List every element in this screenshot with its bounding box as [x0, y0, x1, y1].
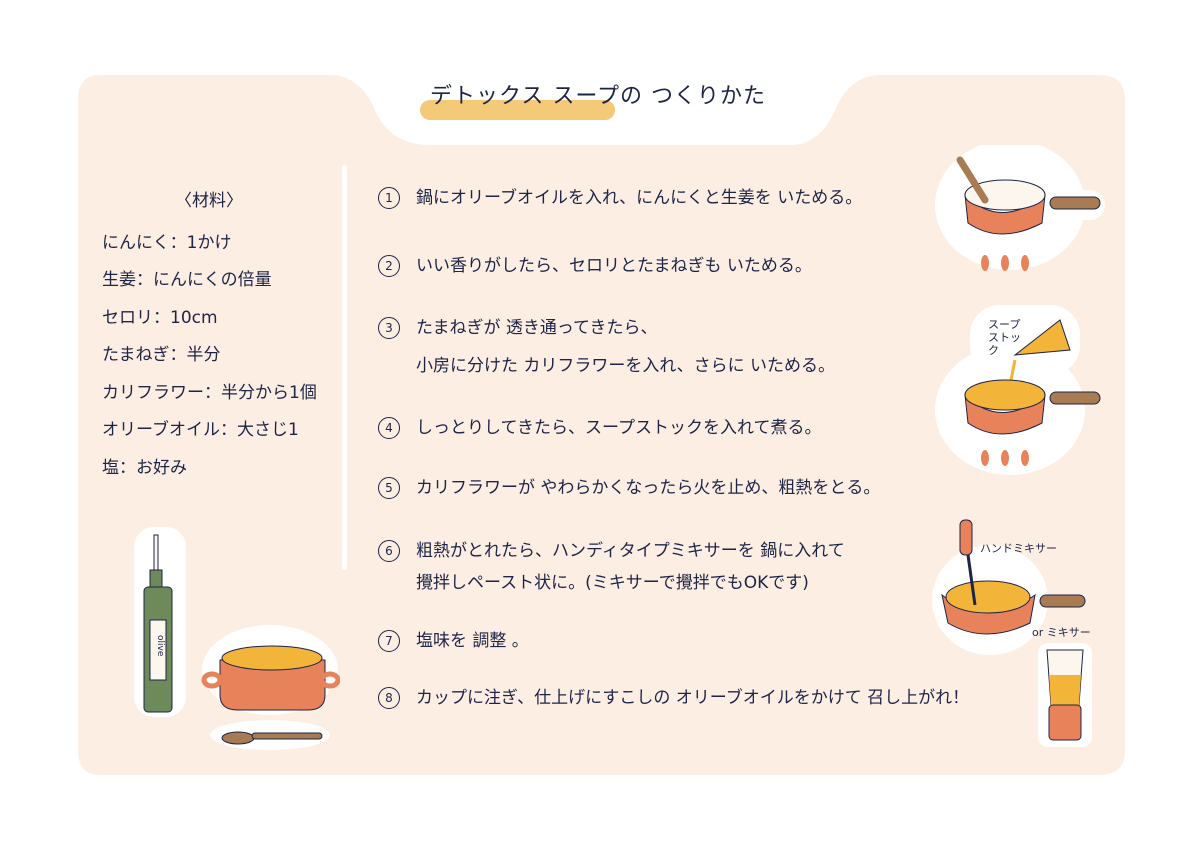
blender-illustration: [1038, 643, 1092, 747]
step-number: 3: [378, 317, 400, 339]
step-number: 5: [378, 477, 400, 499]
page-title: デトックス スープの つくりかた: [430, 84, 767, 109]
step-4: 4 しっとりしてきたら、スープストックを入れて煮る。: [378, 416, 821, 440]
step-text: 小房に分けた カリフラワーを入れ、さらに いためる。: [416, 356, 835, 376]
pan-with-soup-stock-illustration: [935, 305, 1101, 475]
step-5: 5 カリフラワーが やわらかくなったら火を止め、粗熱をとる。: [378, 476, 880, 500]
step-7: 7 塩味を 調整 。: [378, 629, 529, 653]
ingredient-item: 塩：お好み: [102, 458, 187, 478]
step-text: カップに注ぎ、仕上げにすこしの オリーブオイルをかけて 召し上がれ！: [416, 688, 970, 708]
step-text: 粗熱がとれたら、ハンディタイプミキサーを 鍋に入れて: [416, 541, 845, 561]
step-2: 2 いい香りがしたら、セロリとたまねぎも いためる。: [378, 254, 812, 278]
column-divider: [342, 165, 347, 570]
step-number: 2: [378, 255, 400, 277]
step-text: たまねぎが 透き通ってきたら、: [416, 318, 658, 338]
bottle-label-text: olive: [155, 635, 165, 657]
hand-mixer-label: ハンドミキサー: [980, 542, 1057, 555]
or-mixer-label: or ミキサー: [1032, 626, 1091, 639]
step-text: 塩味を 調整 。: [416, 631, 529, 651]
ingredient-item: 生姜：にんにくの倍量: [102, 270, 272, 290]
ingredient-item: オリーブオイル：大さじ1: [102, 420, 299, 440]
step-3: 3 たまねぎが 透き通ってきたら、小房に分けた カリフラワーを入れ、さらに いため…: [378, 316, 835, 378]
soup-bowl-and-spoon-illustration: [201, 625, 340, 750]
olive-oil-bottle-illustration: olive: [134, 527, 186, 717]
pan-with-spatula-illustration: [935, 145, 1105, 271]
step-text: いい香りがしたら、セロリとたまねぎも いためる。: [416, 256, 812, 276]
ingredient-item: カリフラワー：半分から1個: [102, 383, 317, 403]
step-8: 8 カップに注ぎ、仕上げにすこしの オリーブオイルをかけて 召し上がれ！: [378, 686, 969, 710]
step-text: しっとりしてきたら、スープストックを入れて煮る。: [416, 418, 822, 438]
step-number: 6: [378, 540, 400, 562]
step-6: 6 粗熱がとれたら、ハンディタイプミキサーを 鍋に入れて攪拌しペースト状に。(ミキ…: [378, 539, 845, 595]
step-number: 7: [378, 630, 400, 652]
hand-mixer-pan-illustration: [932, 519, 1086, 655]
step-number: 1: [378, 187, 400, 209]
step-text: カリフラワーが やわらかくなったら火を止め、粗熱をとる。: [416, 478, 881, 498]
title-highlight: [420, 100, 615, 120]
ingredient-item: にんにく：1かけ: [102, 233, 232, 253]
ingredients-heading: 〈材料〉: [175, 191, 243, 211]
ingredient-item: セロリ：10cm: [102, 308, 218, 328]
step-number: 4: [378, 417, 400, 439]
step-1: 1 鍋にオリーブオイルを入れ、にんにくと生姜を いためる。: [378, 186, 862, 210]
step-text: 攪拌しペースト状に。(ミキサーで攪拌でもOKです): [416, 573, 809, 593]
ingredient-item: たまねぎ：半分: [102, 345, 221, 365]
soup-stock-label: スープストック: [988, 318, 1021, 357]
step-text: 鍋にオリーブオイルを入れ、にんにくと生姜を いためる。: [416, 188, 863, 208]
step-number: 8: [378, 687, 400, 709]
